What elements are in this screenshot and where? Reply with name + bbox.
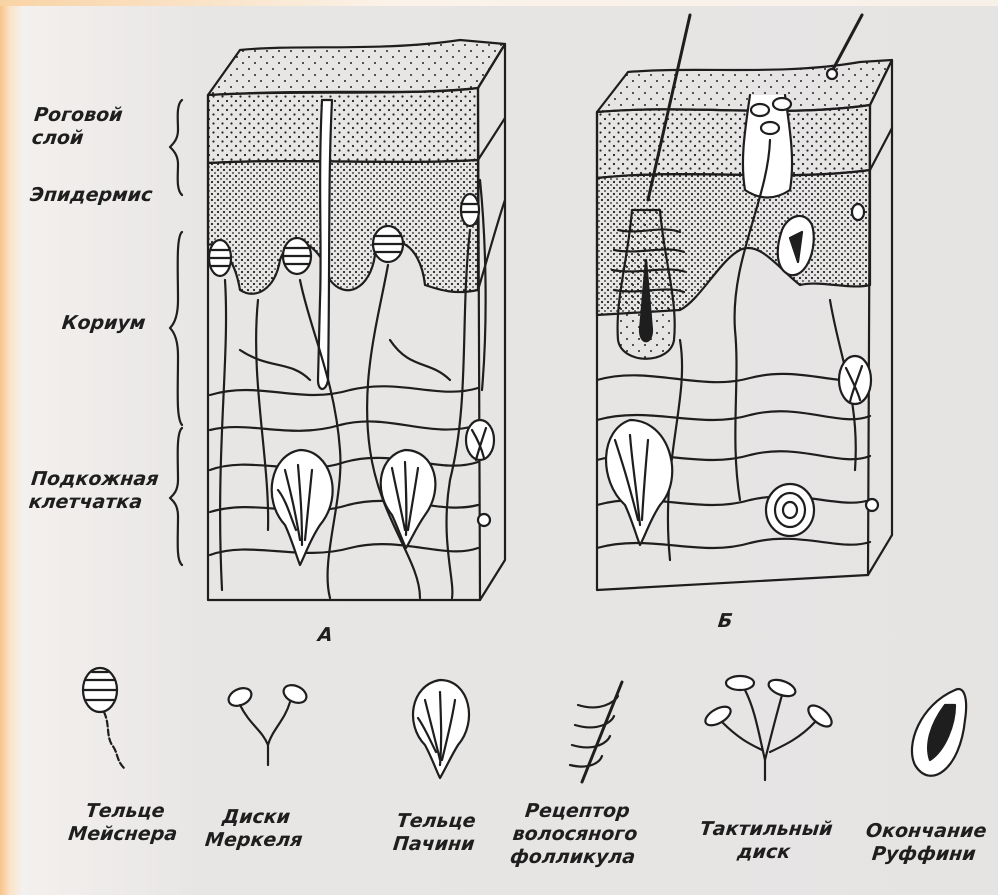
- caption-tactile-disc: Тактильный диск: [688, 818, 843, 864]
- skin-block-a: [208, 40, 505, 600]
- panel-label-b: Б: [717, 610, 734, 633]
- panel-label-a: А: [317, 624, 334, 647]
- caption-merkel: Диски Меркеля: [198, 806, 313, 852]
- skin-block-b: [597, 15, 892, 590]
- tactile-disc-icon: [702, 676, 835, 780]
- caption-pacini: Тельце Пачини: [378, 810, 493, 856]
- caption-meissner: Тельце Мейснера: [62, 800, 187, 846]
- caption-ruffini: Окончание Руффини: [856, 820, 995, 866]
- merkel-disc-icon: [226, 682, 310, 765]
- meissner-corpuscle-icon: [83, 668, 124, 768]
- epidermis-label: Эпидермис: [29, 184, 154, 207]
- horny-layer-label: Роговой слой: [31, 104, 124, 150]
- hair-follicle-receptor-icon: [570, 682, 622, 782]
- caption-hair-follicle: Рецептор волосяного фолликула: [506, 800, 643, 869]
- corium-label: Кориум: [61, 312, 147, 335]
- ruffini-ending-icon: [912, 689, 966, 776]
- pacinian-corpuscle-icon: [413, 680, 469, 778]
- subcutis-label: Подкожная клетчатка: [28, 468, 160, 514]
